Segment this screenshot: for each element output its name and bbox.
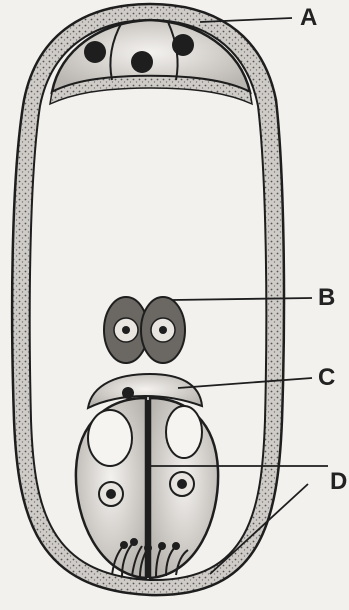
label-a: A [300,6,317,30]
synergid-vacuole [88,410,132,466]
antipodal-nucleus [84,41,106,63]
antipodal-nucleus [172,34,194,56]
label-d: D [330,470,347,494]
label-b: B [318,286,335,310]
label-c: C [318,366,335,390]
antipodal-nucleus [131,51,153,73]
synergid-vacuole [166,406,202,458]
